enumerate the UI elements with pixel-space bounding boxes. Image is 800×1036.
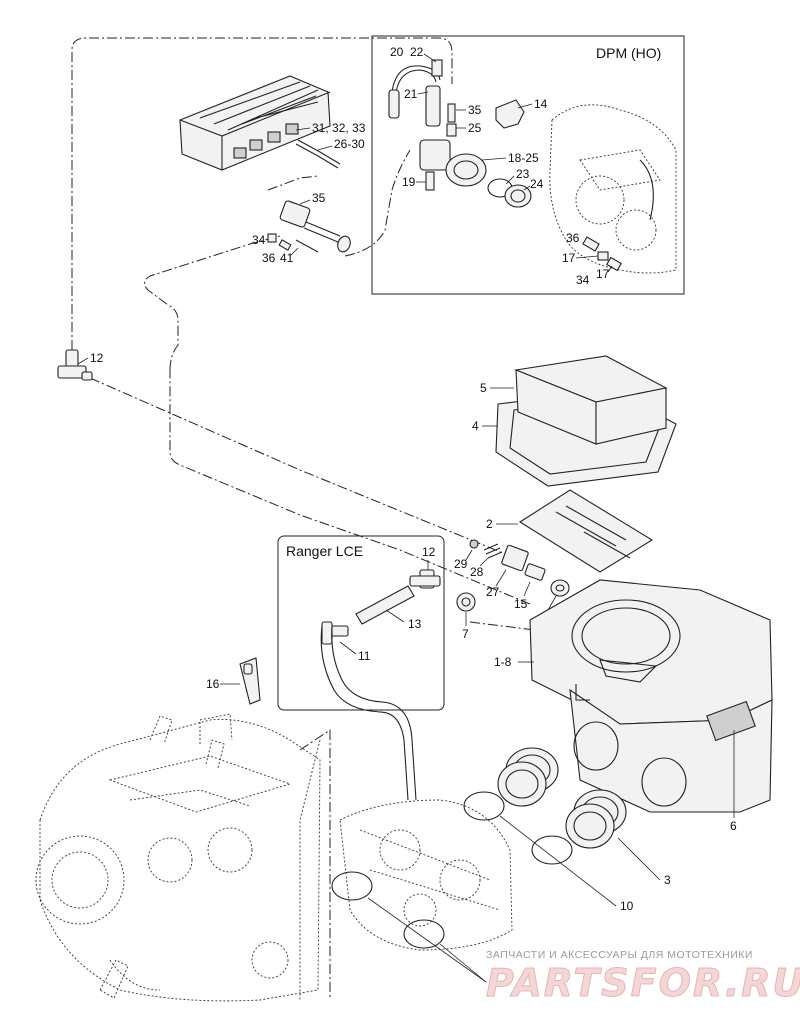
clamp-9a	[331, 871, 373, 901]
callout-16: 16	[206, 677, 220, 691]
carburetor-assembly	[339, 799, 513, 951]
callout-7: 7	[462, 627, 469, 641]
callout-36: 36	[262, 251, 276, 265]
watermark-logo: PARTSFOR.RU	[486, 961, 800, 1005]
callout-34: 34	[252, 233, 266, 247]
valve-18-25	[445, 153, 487, 187]
callout-35: 35	[312, 191, 326, 205]
callout-26-30: 26-30	[334, 137, 365, 151]
ranger-lce-inset: Ranger LCE 12 13 11	[277, 535, 445, 801]
nozzle-19	[425, 171, 435, 191]
connector-17b	[606, 256, 622, 272]
air-filters: 5 4	[472, 355, 677, 487]
clamp-34	[267, 233, 277, 243]
cap-24	[504, 184, 532, 208]
callout-11: 11	[358, 649, 371, 663]
hose-routes	[71, 37, 536, 631]
callout-27: 27	[486, 585, 500, 599]
watermark-caption: ЗАПЧАСТИ И АКСЕССУАРЫ ДЛЯ МОТОТЕХНИКИ	[486, 949, 753, 961]
callout-4: 4	[472, 419, 479, 433]
callout-1-8: 1-8	[494, 655, 512, 669]
callout-17b: 17	[596, 267, 610, 281]
pin-35	[447, 103, 456, 123]
callout-41: 41	[280, 251, 294, 265]
spring-28	[483, 543, 503, 559]
callout-23: 23	[516, 167, 530, 181]
pin-36-dpm	[582, 236, 600, 252]
tee-11	[329, 625, 349, 637]
callout-13: 13	[408, 617, 422, 631]
dpm-ho-inset: DPM (HO) 20 22 21	[371, 35, 685, 295]
callout-25: 25	[468, 121, 482, 135]
hose-20	[388, 89, 400, 119]
callout-2: 2	[486, 517, 493, 531]
intake-adapters: 3 10 9	[331, 747, 671, 989]
callout-19: 19	[402, 175, 416, 189]
callout-5: 5	[480, 381, 487, 395]
clip-14	[495, 99, 525, 129]
nut-29	[469, 539, 479, 549]
hose-13	[355, 585, 415, 625]
sensor-parts-row: 29 28 27 15 8 7	[454, 539, 570, 641]
callout-12-ranger: 12	[422, 545, 436, 559]
engine-block	[35, 713, 331, 1002]
callout-10: 10	[620, 899, 634, 913]
dpm-ho-title: DPM (HO)	[596, 45, 661, 61]
sensor-27	[501, 544, 529, 572]
callout-3: 3	[664, 873, 671, 887]
connector-17a	[597, 251, 609, 261]
callout-28: 28	[470, 565, 484, 579]
callout-29: 29	[454, 557, 468, 571]
callout-31-33: 31, 32, 33	[312, 121, 366, 135]
watermark: ЗАПЧАСТИ И АКСЕССУАРЫ ДЛЯ МОТОТЕХНИКИ PA…	[486, 949, 800, 1006]
fitting-22	[431, 59, 443, 77]
callout-20: 20	[390, 45, 404, 59]
callout-22: 22	[410, 45, 424, 59]
callout-9: 9	[490, 975, 497, 989]
callout-14: 14	[534, 97, 548, 111]
grommet-7	[456, 592, 476, 612]
solenoid-35	[279, 200, 311, 228]
fitting-15	[524, 563, 546, 581]
callout-36-dpm: 36	[566, 231, 580, 245]
plate-2: 2	[486, 489, 654, 573]
ranger-lce-title: Ranger LCE	[286, 543, 363, 559]
tee-fitting-12-left: 12	[57, 349, 104, 381]
callout-12-left: 12	[90, 351, 104, 365]
fitting-21	[425, 85, 441, 127]
clamp-10a	[463, 791, 505, 821]
callout-21: 21	[404, 87, 418, 101]
clamp-10b	[531, 835, 573, 865]
callout-18-25: 18-25	[508, 151, 539, 165]
clamp-9b	[403, 919, 445, 949]
pin-36	[278, 239, 292, 251]
air-silencer-box: 1-8 6	[494, 579, 773, 833]
pin-25	[446, 123, 457, 137]
ecu-module: 31, 32, 33 26-30 35 34 36 41	[179, 75, 366, 265]
callout-34-dpm: 34	[576, 273, 590, 287]
callout-35-dpm: 35	[468, 103, 482, 117]
warning-label	[706, 700, 756, 742]
bracket-16: 16	[206, 657, 261, 705]
callout-17a: 17	[562, 251, 576, 265]
grommet-8	[550, 579, 570, 597]
callout-24: 24	[530, 177, 544, 191]
callout-6: 6	[730, 819, 737, 833]
callout-15: 15	[514, 597, 528, 611]
airbox-lid	[529, 579, 773, 725]
